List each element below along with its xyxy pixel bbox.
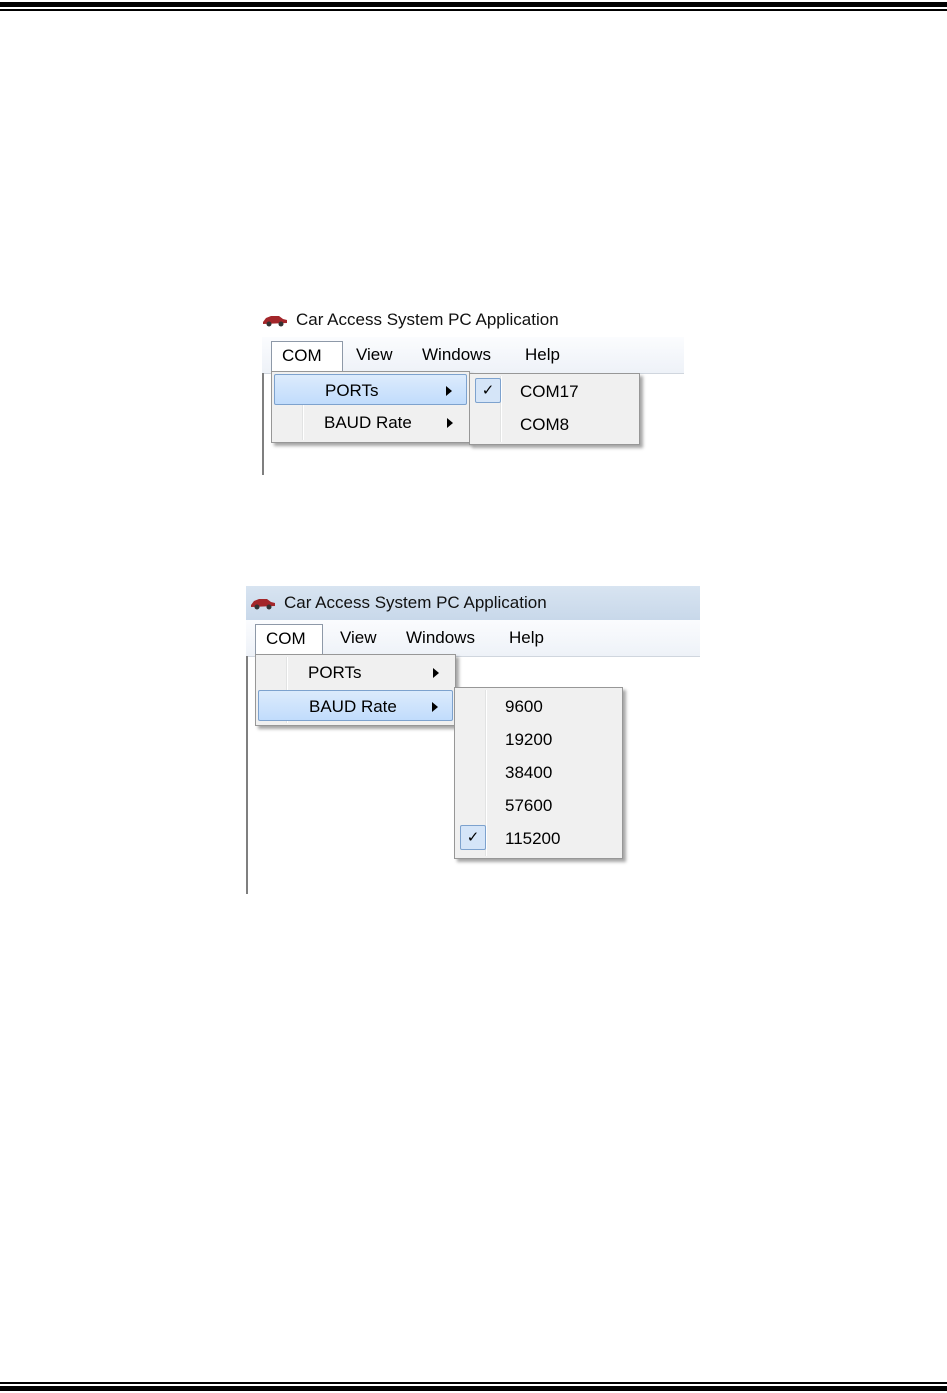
port-label: COM8 <box>520 415 570 434</box>
menu-item-com8[interactable]: COM8 <box>472 409 637 440</box>
menu-view[interactable]: View <box>356 345 393 364</box>
menu-view[interactable]: View <box>340 628 377 647</box>
baud-rate-label: BAUD Rate <box>309 697 397 716</box>
menu-help[interactable]: Help <box>509 628 544 647</box>
menu-item-baud-57600[interactable]: 57600 <box>457 790 620 821</box>
chevron-right-icon <box>447 418 453 428</box>
client-area-edge <box>262 373 264 475</box>
chevron-right-icon <box>432 702 438 712</box>
menu-gutter <box>485 690 487 856</box>
chevron-right-icon <box>446 386 452 396</box>
menu-help[interactable]: Help <box>525 345 560 364</box>
menu-item-baud-115200[interactable]: ✓ 115200 <box>457 823 620 854</box>
baud-label: 9600 <box>505 697 543 716</box>
baud-label: 115200 <box>505 829 561 848</box>
car-icon <box>250 596 276 610</box>
menu-bar: COM View Windows Help <box>262 337 684 374</box>
baud-label: 38400 <box>505 763 553 782</box>
ports-label: PORTs <box>308 663 362 682</box>
ports-submenu: ✓ COM17 COM8 <box>469 373 640 445</box>
com-dropdown: PORTs BAUD Rate <box>271 371 470 443</box>
menu-com[interactable]: COM <box>271 341 343 372</box>
menu-item-baud-38400[interactable]: 38400 <box>457 757 620 788</box>
menu-gutter <box>500 376 502 442</box>
baud-label: 19200 <box>505 730 553 749</box>
menu-com[interactable]: COM <box>255 624 323 655</box>
check-icon: ✓ <box>475 378 501 403</box>
car-icon <box>262 313 288 327</box>
menu-item-baud-9600[interactable]: 9600 <box>457 691 620 722</box>
title-bar: Car Access System PC Application <box>262 303 684 337</box>
menu-windows[interactable]: Windows <box>422 345 491 364</box>
menu-item-baud-rate[interactable]: BAUD Rate <box>274 407 467 438</box>
page-bottom-rule-thin <box>0 1382 947 1384</box>
check-icon: ✓ <box>460 825 486 850</box>
menu-bar: COM View Windows Help <box>246 620 700 657</box>
port-label: COM17 <box>520 382 579 401</box>
chevron-right-icon <box>433 668 439 678</box>
ports-label: PORTs <box>325 381 379 400</box>
page-bottom-rule <box>0 1386 947 1391</box>
title-bar: Car Access System PC Application <box>246 586 700 620</box>
menu-item-com17[interactable]: ✓ COM17 <box>472 376 637 407</box>
page-top-rule-thin <box>0 9 947 11</box>
screenshot-ports: Car Access System PC Application COM Vie… <box>262 303 684 478</box>
baud-label: 57600 <box>505 796 553 815</box>
menu-windows[interactable]: Windows <box>406 628 475 647</box>
baud-rate-label: BAUD Rate <box>324 413 412 432</box>
menu-gutter <box>302 374 304 440</box>
menu-item-ports[interactable]: PORTs <box>258 657 453 688</box>
baud-rate-submenu: 9600 19200 38400 57600 ✓ 115200 <box>454 687 623 859</box>
screenshot-baud-rate: Car Access System PC Application COM Vie… <box>246 586 700 894</box>
menu-item-baud-19200[interactable]: 19200 <box>457 724 620 755</box>
window-title: Car Access System PC Application <box>284 593 547 612</box>
window-title: Car Access System PC Application <box>296 310 559 329</box>
menu-item-baud-rate[interactable]: BAUD Rate <box>258 690 453 721</box>
client-area-edge <box>246 656 248 894</box>
com-dropdown: PORTs BAUD Rate <box>255 654 456 726</box>
page-top-rule <box>0 2 947 7</box>
menu-item-ports[interactable]: PORTs <box>274 374 467 405</box>
